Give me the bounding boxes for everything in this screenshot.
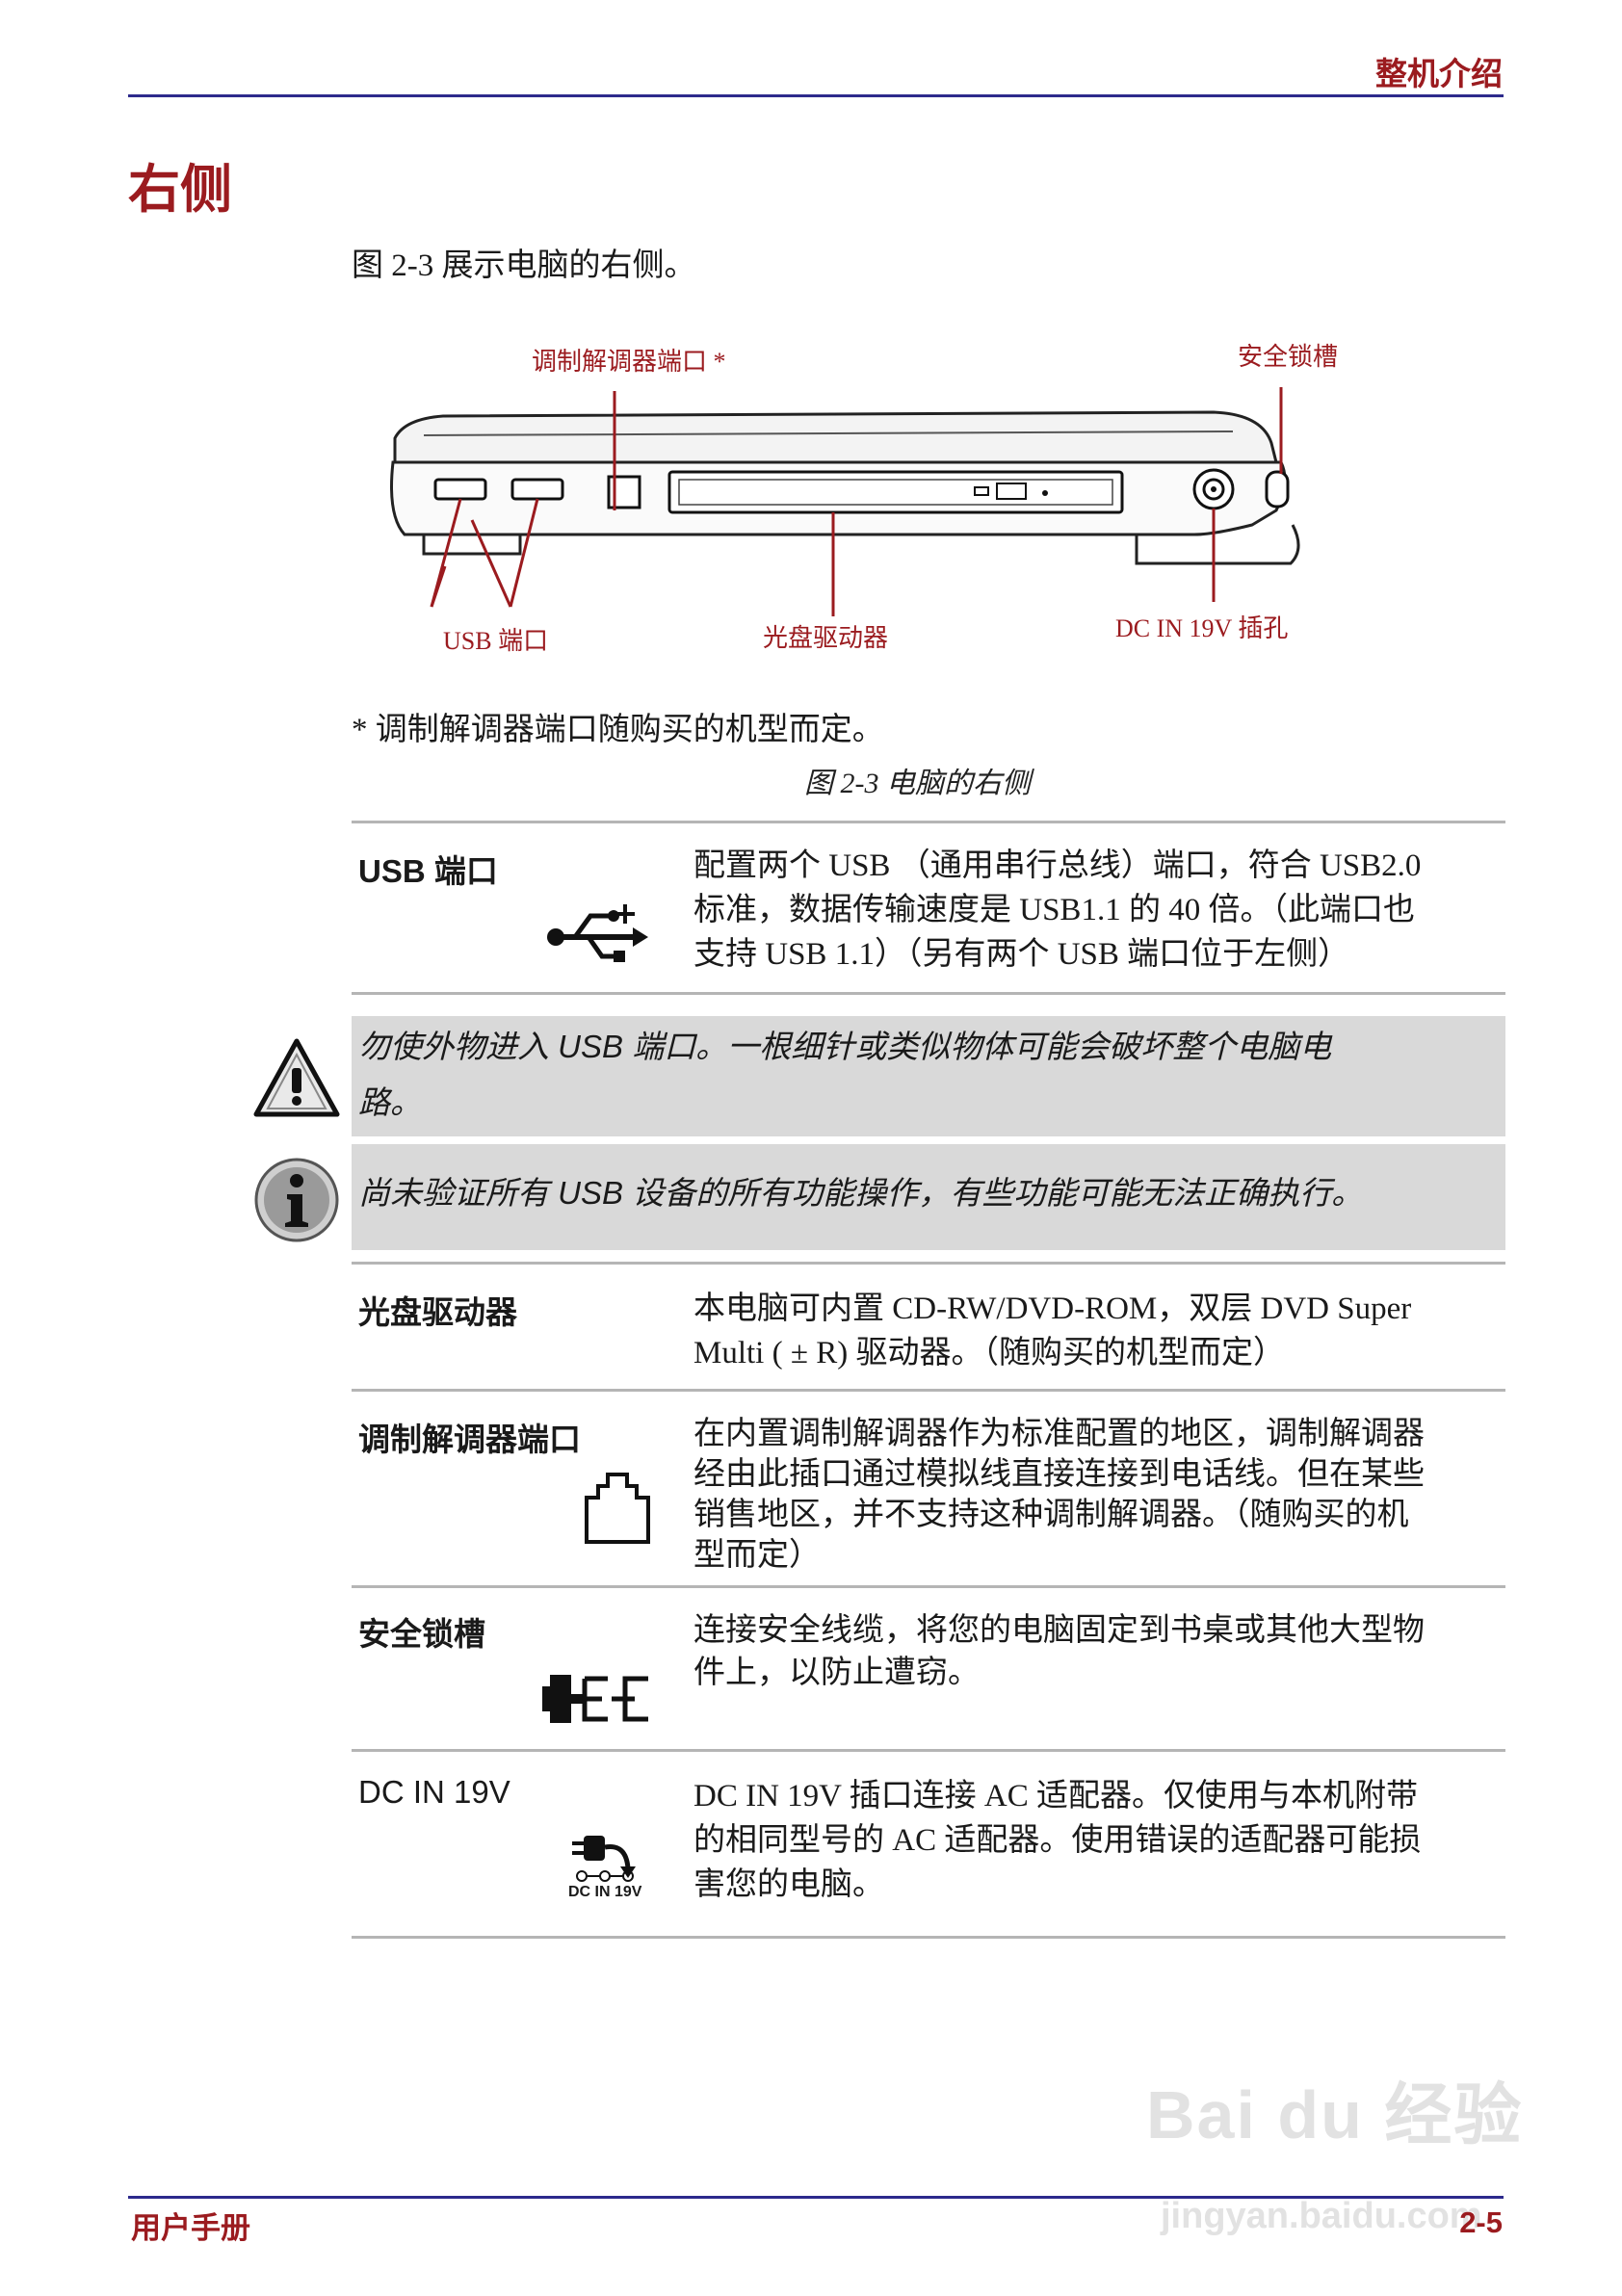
intro-text: 图 2-3 展示电脑的右侧。 xyxy=(352,248,696,283)
table-rule xyxy=(352,821,1505,823)
warning-text-line-2: 路。 xyxy=(358,1084,422,1120)
dc-in-icon-label: DC IN 19V xyxy=(568,1884,642,1900)
term-security-lock-slot: 安全锁槽 xyxy=(358,1616,485,1652)
table-rule xyxy=(352,992,1505,995)
info-text: 尚未验证所有 USB 设备的所有功能操作，有些功能可能无法正确执行。 xyxy=(358,1175,1364,1211)
footer-page-number: 2-5 xyxy=(1459,2205,1503,2239)
page-title: 右侧 xyxy=(128,161,232,219)
desc-dcin-line-1: DC IN 19V 插口连接 AC 适配器。仅使用与本机附带 xyxy=(693,1779,1418,1813)
desc-optical-line-2: Multi ( ± R) 驱动器。（随购买的机型而定） xyxy=(693,1336,1285,1370)
term-optical-drive: 光盘驱动器 xyxy=(358,1294,517,1330)
warning-text-line-1: 勿使外物进入 USB 端口。一根细针或类似物体可能会破坏整个电脑电 xyxy=(358,1029,1332,1064)
desc-modem-line-4: 型而定） xyxy=(693,1538,821,1573)
warning-callout xyxy=(352,1016,1505,1136)
desc-dcin-line-3: 害您的电脑。 xyxy=(693,1867,884,1902)
callout-usb-ports: USB 端口 xyxy=(443,627,549,655)
running-header: 整机介绍 xyxy=(1375,56,1503,91)
footer-rule xyxy=(128,2196,1504,2199)
term-usb-port: USB 端口 xyxy=(358,853,498,889)
dc-in-plug-icon xyxy=(572,1836,636,1882)
desc-modem-line-2: 经由此插口通过模拟线直接连接到电话线。但在某些 xyxy=(693,1457,1425,1492)
footer-manual-title: 用户手册 xyxy=(131,2211,250,2245)
header-rule xyxy=(128,94,1504,97)
desc-usb-line-3: 支持 USB 1.1）（另有两个 USB 端口位于左侧） xyxy=(693,937,1350,972)
table-rule xyxy=(352,1936,1505,1939)
usb-icon xyxy=(547,904,648,962)
figure-caption: 图 2-3 电脑的右侧 xyxy=(804,768,1031,799)
laptop-illustration xyxy=(390,387,1300,616)
desc-lock-line-2: 件上，以防止遭窃。 xyxy=(693,1656,980,1690)
callout-dc-in-jack: DC IN 19V 插孔 xyxy=(1115,614,1289,642)
warning-triangle-icon xyxy=(253,1038,340,1117)
desc-modem-line-1: 在内置调制解调器作为标准配置的地区，调制解调器 xyxy=(693,1417,1425,1451)
table-rule xyxy=(352,1389,1505,1392)
info-icon xyxy=(254,1158,339,1242)
desc-optical-line-1: 本电脑可内置 CD-RW/DVD-ROM，双层 DVD Super xyxy=(693,1292,1412,1326)
callout-security-lock-slot: 安全锁槽 xyxy=(1238,343,1339,371)
figure-note: * 调制解调器端口随购买的机型而定。 xyxy=(352,713,884,747)
desc-modem-line-3: 销售地区，并不支持这种调制解调器。（随购买的机 xyxy=(693,1498,1409,1532)
table-rule xyxy=(352,1585,1505,1588)
watermark-brand: Bai du 经验 xyxy=(1146,2077,1524,2152)
modem-jack-icon xyxy=(585,1473,650,1544)
laptop-right-side-figure: 调制解调器端口 * 安全锁槽 USB 端口 光盘驱动器 DC IN 19V 插孔 xyxy=(366,327,1387,679)
watermark-url: jingyan.baidu.com xyxy=(1161,2196,1482,2236)
desc-dcin-line-2: 的相同型号的 AC 适配器。使用错误的适配器可能损 xyxy=(693,1823,1422,1858)
term-modem-port: 调制解调器端口 xyxy=(358,1422,581,1457)
table-rule xyxy=(352,1749,1505,1752)
desc-usb-line-1: 配置两个 USB （通用串行总线）端口，符合 USB2.0 xyxy=(693,848,1422,883)
desc-usb-line-2: 标准，数据传输速度是 USB1.1 的 40 倍。（此端口也 xyxy=(693,893,1415,927)
table-rule xyxy=(352,1262,1505,1265)
security-lock-icon xyxy=(542,1675,648,1723)
desc-lock-line-1: 连接安全线缆，将您的电脑固定到书桌或其他大型物 xyxy=(693,1613,1425,1648)
term-dc-in: DC IN 19V xyxy=(358,1774,510,1810)
callout-modem-port: 调制解调器端口 * xyxy=(532,348,726,376)
callout-optical-drive: 光盘驱动器 xyxy=(763,624,889,652)
info-callout xyxy=(352,1144,1505,1250)
